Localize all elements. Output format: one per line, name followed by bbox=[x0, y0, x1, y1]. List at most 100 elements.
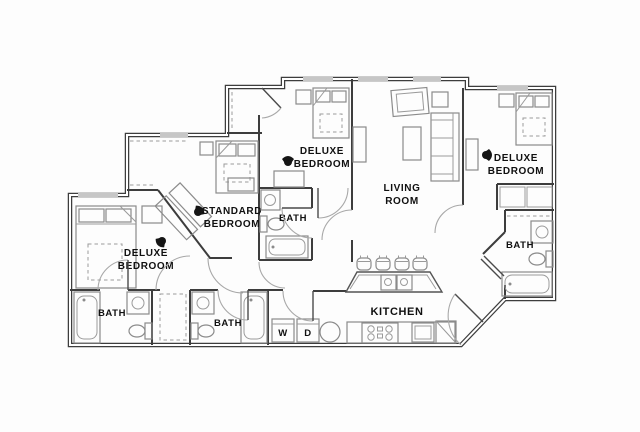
corner-desks bbox=[154, 182, 213, 241]
desk bbox=[168, 182, 213, 228]
bar-counter bbox=[344, 271, 444, 293]
bathtub bbox=[265, 235, 309, 259]
toilet-tank bbox=[545, 250, 554, 268]
room-bath-lower-middle: BATH bbox=[190, 291, 268, 344]
room-deluxe-bedroom-right: DELUXE BEDROOM bbox=[465, 92, 553, 208]
room-label: BEDROOM bbox=[204, 219, 260, 230]
room-label: BEDROOM bbox=[488, 166, 544, 177]
room-label: STANDARD bbox=[202, 206, 262, 217]
desk bbox=[273, 170, 305, 188]
room-label: BEDROOM bbox=[118, 261, 174, 272]
room-label: BATH bbox=[279, 213, 307, 224]
room-bath-lower-left: BATH bbox=[73, 291, 153, 344]
room-label: DELUXE bbox=[124, 248, 168, 259]
toilet-tank bbox=[190, 322, 199, 340]
bed bbox=[515, 92, 553, 146]
bar-sink bbox=[380, 274, 397, 291]
tv bbox=[390, 86, 430, 118]
toilet-tank bbox=[144, 322, 153, 340]
bar-stool bbox=[412, 254, 428, 271]
sink bbox=[530, 220, 554, 244]
toilet bbox=[528, 252, 546, 266]
dining-table bbox=[319, 321, 341, 343]
pillow bbox=[237, 143, 256, 157]
washer-label: W bbox=[278, 328, 288, 339]
bar-stool bbox=[356, 254, 372, 271]
bar-sink bbox=[396, 274, 413, 291]
dryer bbox=[296, 318, 320, 343]
windows bbox=[78, 77, 528, 197]
sink-basin bbox=[131, 296, 145, 310]
dryer-label: D bbox=[304, 328, 311, 339]
sink-basin bbox=[264, 194, 276, 206]
kitchen-counter bbox=[346, 321, 456, 344]
room-living: LIVING ROOM bbox=[352, 86, 460, 207]
room-bath-center: BATH bbox=[259, 189, 309, 259]
bed bbox=[75, 205, 137, 289]
door-swings bbox=[97, 87, 484, 346]
room-label: DELUXE bbox=[494, 153, 538, 164]
door-leaf bbox=[480, 255, 505, 280]
toilet-tank bbox=[259, 215, 268, 233]
room-standard-bedroom: STANDARD BEDROOM bbox=[199, 140, 262, 230]
pillow bbox=[534, 95, 550, 108]
room-deluxe-bedroom-left: DELUXE BEDROOM bbox=[75, 182, 213, 289]
sink bbox=[191, 291, 215, 315]
room-label: KITCHEN bbox=[370, 306, 423, 318]
room-label: BEDROOM bbox=[294, 159, 350, 170]
pillow bbox=[315, 90, 331, 103]
room-label: BATH bbox=[506, 240, 534, 251]
nightstand bbox=[199, 141, 214, 156]
bed bbox=[215, 140, 259, 194]
closet-door bbox=[499, 186, 526, 208]
closet-shelves bbox=[130, 92, 551, 341]
room-label: BATH bbox=[98, 308, 126, 319]
interior-walls bbox=[70, 79, 554, 345]
laundry-closet: W D bbox=[271, 318, 320, 343]
room-bath-right: BATH bbox=[480, 220, 554, 297]
room-label: DELUXE bbox=[300, 146, 344, 157]
bench bbox=[227, 177, 255, 192]
stove bbox=[361, 322, 399, 344]
toilet bbox=[267, 217, 285, 231]
room-label: ROOM bbox=[385, 196, 419, 207]
side-table bbox=[431, 91, 449, 108]
toilet bbox=[128, 324, 146, 338]
nightstand bbox=[141, 205, 163, 224]
bathtub bbox=[73, 291, 101, 344]
chair-icon bbox=[482, 149, 492, 161]
dishwasher bbox=[411, 322, 435, 343]
pillow bbox=[331, 90, 347, 103]
room-kitchen: KITCHEN bbox=[319, 254, 457, 344]
closet-door bbox=[526, 186, 553, 208]
pillow bbox=[218, 143, 237, 157]
bathtub bbox=[240, 291, 268, 344]
coffee-table bbox=[402, 126, 422, 161]
bar-stool bbox=[375, 254, 391, 271]
nightstand bbox=[295, 89, 312, 105]
room-deluxe-bedroom-middle: DELUXE BEDROOM bbox=[273, 87, 350, 188]
sofa bbox=[430, 112, 460, 182]
bar-stool bbox=[394, 254, 410, 271]
console-table bbox=[352, 126, 367, 163]
room-label: LIVING bbox=[384, 183, 421, 194]
washer bbox=[271, 318, 295, 343]
sink-basin bbox=[535, 225, 549, 239]
outer-walls bbox=[67, 76, 557, 348]
toilet bbox=[197, 324, 215, 338]
pillow bbox=[105, 208, 132, 223]
pillow bbox=[518, 95, 534, 108]
bathtub bbox=[501, 271, 553, 297]
chair-icon bbox=[282, 156, 294, 166]
sink bbox=[126, 291, 150, 315]
desk bbox=[154, 194, 199, 241]
bed bbox=[312, 87, 350, 139]
nightstand bbox=[498, 93, 515, 108]
sink-basin bbox=[196, 296, 210, 310]
pillow bbox=[78, 208, 105, 223]
room-label: BATH bbox=[214, 318, 242, 329]
fridge bbox=[435, 320, 457, 344]
desk bbox=[465, 138, 479, 171]
